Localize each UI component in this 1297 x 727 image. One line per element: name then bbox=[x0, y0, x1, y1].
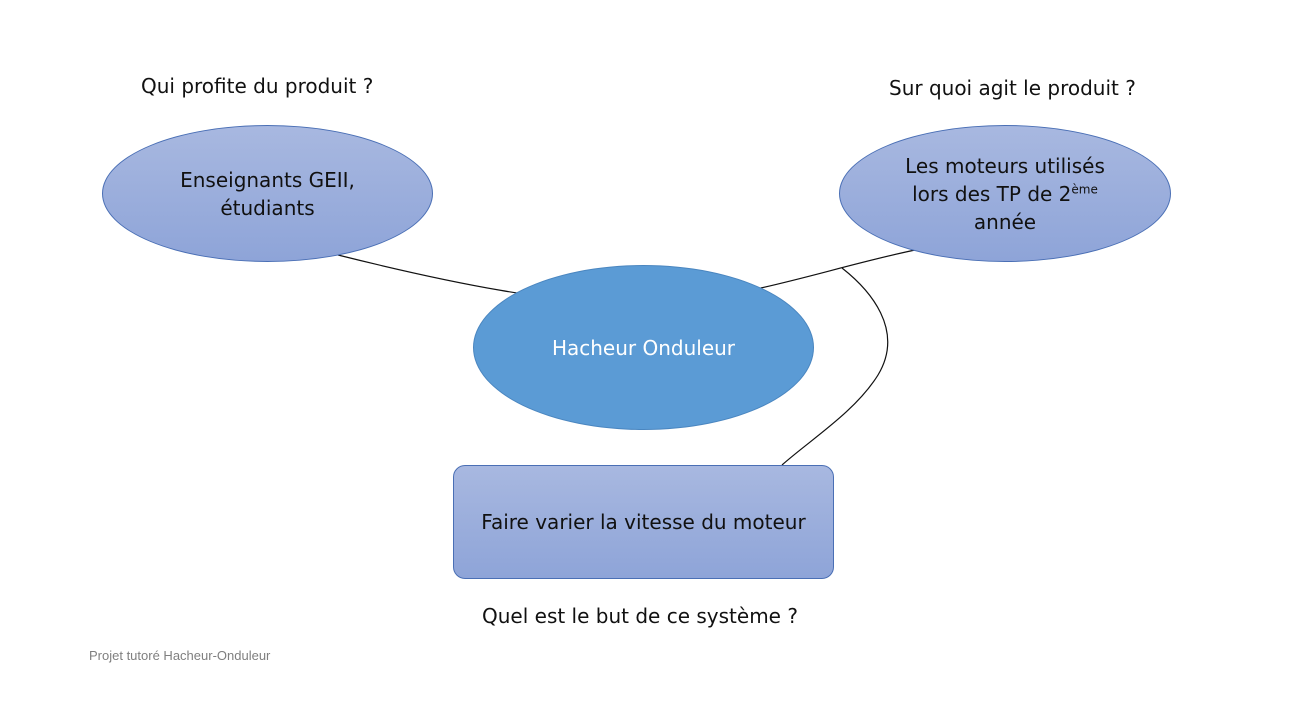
node-function-label: Faire varier la vitesse du moteur bbox=[481, 510, 806, 534]
node-product: Hacheur Onduleur bbox=[473, 265, 814, 430]
question-acts-on: Sur quoi agit le produit ? bbox=[889, 76, 1136, 100]
question-who-benefits: Qui profite du produit ? bbox=[141, 74, 374, 98]
node-users-label: Enseignants GEII, étudiants bbox=[180, 166, 355, 222]
node-users-line1: Enseignants GEII, bbox=[180, 167, 355, 192]
node-matter: Les moteurs utilisés lors des TP de 2ème… bbox=[839, 125, 1171, 262]
connector-matter-to-function bbox=[781, 267, 889, 466]
node-matter-label: Les moteurs utilisés lors des TP de 2ème… bbox=[905, 152, 1105, 236]
node-users: Enseignants GEII, étudiants bbox=[102, 125, 433, 262]
question-purpose: Quel est le but de ce système ? bbox=[482, 604, 798, 628]
node-matter-line3: année bbox=[973, 209, 1037, 234]
node-function: Faire varier la vitesse du moteur bbox=[453, 465, 834, 579]
node-product-label: Hacheur Onduleur bbox=[551, 335, 736, 360]
slide-footer: Projet tutoré Hacheur-Onduleur bbox=[89, 648, 271, 663]
node-matter-superscript: ème bbox=[1071, 181, 1098, 196]
node-users-line2: étudiants bbox=[220, 195, 315, 220]
node-matter-line2: lors des TP de 2 bbox=[912, 181, 1072, 206]
node-matter-line1: Les moteurs utilisés bbox=[905, 153, 1105, 178]
